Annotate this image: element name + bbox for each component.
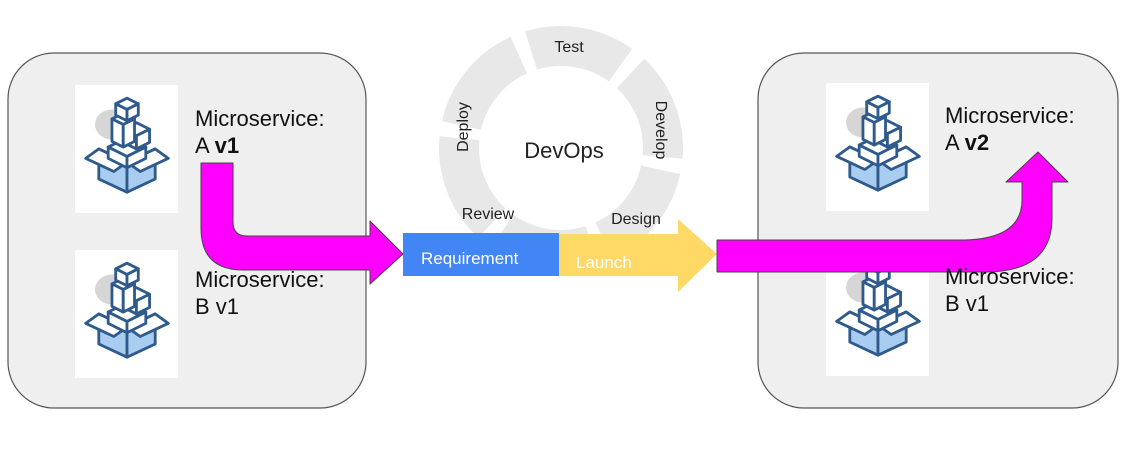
stage-test-label: Test <box>554 39 584 56</box>
launch-arrow <box>559 219 717 292</box>
devops-cycle: DevOps Test Develop Deploy Review Design <box>439 26 683 270</box>
right-service-a-title: Microservice: <box>945 103 1075 128</box>
right-deploy-arrow <box>716 151 1069 273</box>
devops-center-label: DevOps <box>524 138 603 163</box>
left-service-b-title: Microservice: <box>195 267 325 292</box>
right-service-b-title: Microservice: <box>945 264 1075 289</box>
stage-develop-label: Develop <box>652 101 669 160</box>
left-service-a-version: v1 <box>215 133 239 158</box>
right-service-a-version: v2 <box>965 130 989 155</box>
right-panel: Microservice: A v2 <box>757 52 1119 409</box>
left-service-a-name: A v1 <box>195 133 239 158</box>
pipeline: Requirement s Launch <box>403 219 717 292</box>
stage-design-label: Design <box>611 211 661 228</box>
left-deploy-arrow <box>200 162 404 285</box>
left-service-b-name: B v1 <box>195 294 239 319</box>
stage-deploy-label: Deploy <box>455 102 472 152</box>
launch-label: Launch <box>576 253 632 272</box>
left-panel: Microservice: A v1 Microservice: B v1 <box>7 52 367 409</box>
right-service-b-name: B v1 <box>945 291 989 316</box>
requirement-bar <box>403 233 559 276</box>
left-service-a-title: Microservice: <box>195 106 325 131</box>
requirement-label: Requirement <box>421 249 519 268</box>
requirement-label-overflow: s <box>421 270 430 289</box>
stage-review-label: Review <box>462 206 515 223</box>
right-service-a-name: A v2 <box>945 130 989 155</box>
